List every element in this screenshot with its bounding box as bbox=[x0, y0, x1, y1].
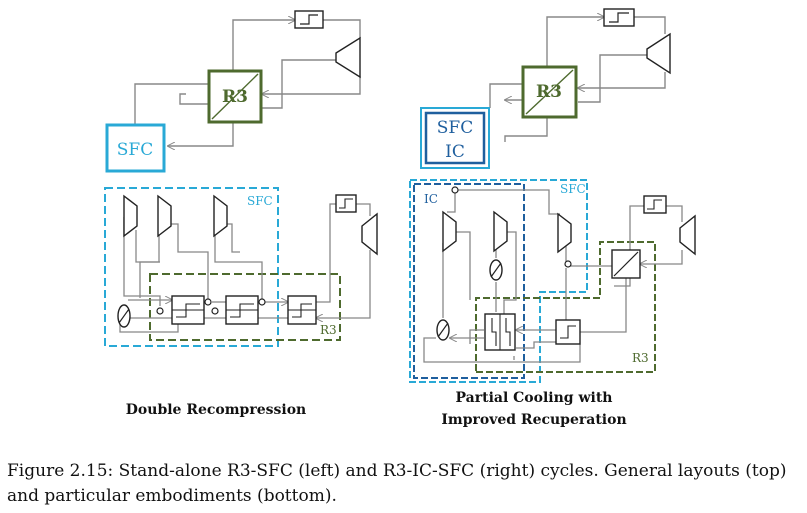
right-r3-box: R3 bbox=[521, 65, 578, 119]
left-general-layout bbox=[134, 20, 361, 146]
right-heater-2 bbox=[643, 195, 667, 214]
right-r3-region-label: R3 bbox=[632, 351, 649, 365]
right-ic-region bbox=[413, 183, 525, 379]
caption-text: Stand-alone R3-SFC (left) and R3-IC-SFC … bbox=[7, 461, 787, 506]
right-turbine bbox=[646, 32, 671, 75]
right-sfc-region bbox=[409, 179, 588, 383]
left-title: Double Recompression bbox=[126, 402, 306, 418]
left-turbine bbox=[335, 36, 361, 79]
left-compressor-3 bbox=[213, 194, 228, 238]
right-compressor-1 bbox=[442, 210, 457, 253]
right-r3-region bbox=[475, 241, 656, 373]
left-compressor-2 bbox=[157, 194, 172, 238]
right-general-layout bbox=[489, 17, 666, 142]
right-recuperator-1 bbox=[484, 313, 516, 351]
left-heater bbox=[294, 10, 324, 29]
left-sfc-label: SFC bbox=[117, 140, 153, 160]
figure-caption: Figure 2.15: Stand-alone R3-SFC (left) a… bbox=[7, 459, 803, 509]
left-sfc-region-label: SFC bbox=[247, 194, 273, 208]
left-compressor-1 bbox=[123, 194, 138, 238]
left-r3-label: R3 bbox=[222, 87, 248, 107]
right-r3-hx bbox=[611, 249, 641, 279]
right-sfc-label: SFC bbox=[437, 118, 473, 138]
right-ic-region-label: IC bbox=[424, 192, 438, 206]
left-recuperator-2 bbox=[225, 295, 259, 325]
right-recuperator-2 bbox=[555, 319, 581, 345]
left-r3-box: R3 bbox=[207, 69, 263, 124]
right-sfc-ic-box: SFC IC bbox=[420, 107, 490, 169]
right-embodiment: SFC IC R3 bbox=[409, 179, 696, 428]
right-compressor-2 bbox=[493, 210, 508, 253]
right-title-line1: Partial Cooling with bbox=[456, 390, 613, 406]
left-r3-region bbox=[149, 273, 341, 341]
right-turbine-2 bbox=[679, 214, 696, 256]
right-sfc-region-label: SFC bbox=[560, 182, 586, 196]
left-embodiment: SFC R3 bbox=[104, 187, 378, 418]
left-turbine-2 bbox=[361, 212, 378, 256]
right-compressor-3 bbox=[557, 212, 572, 254]
left-recuperator-1 bbox=[171, 295, 205, 325]
left-sfc-region bbox=[104, 187, 279, 347]
left-recuperator-3 bbox=[287, 295, 317, 325]
left-r3-region-label: R3 bbox=[320, 323, 337, 337]
right-heater bbox=[603, 8, 635, 27]
left-heater-2 bbox=[335, 194, 357, 213]
right-title-line2: Improved Recuperation bbox=[441, 412, 626, 428]
right-ic-label: IC bbox=[445, 142, 465, 162]
left-sfc-box: SFC bbox=[105, 123, 166, 173]
figure-diagram: R3 SFC SFC R3 bbox=[104, 8, 696, 428]
caption-label: Figure 2.15: bbox=[7, 461, 114, 481]
right-r3-label: R3 bbox=[536, 82, 562, 102]
